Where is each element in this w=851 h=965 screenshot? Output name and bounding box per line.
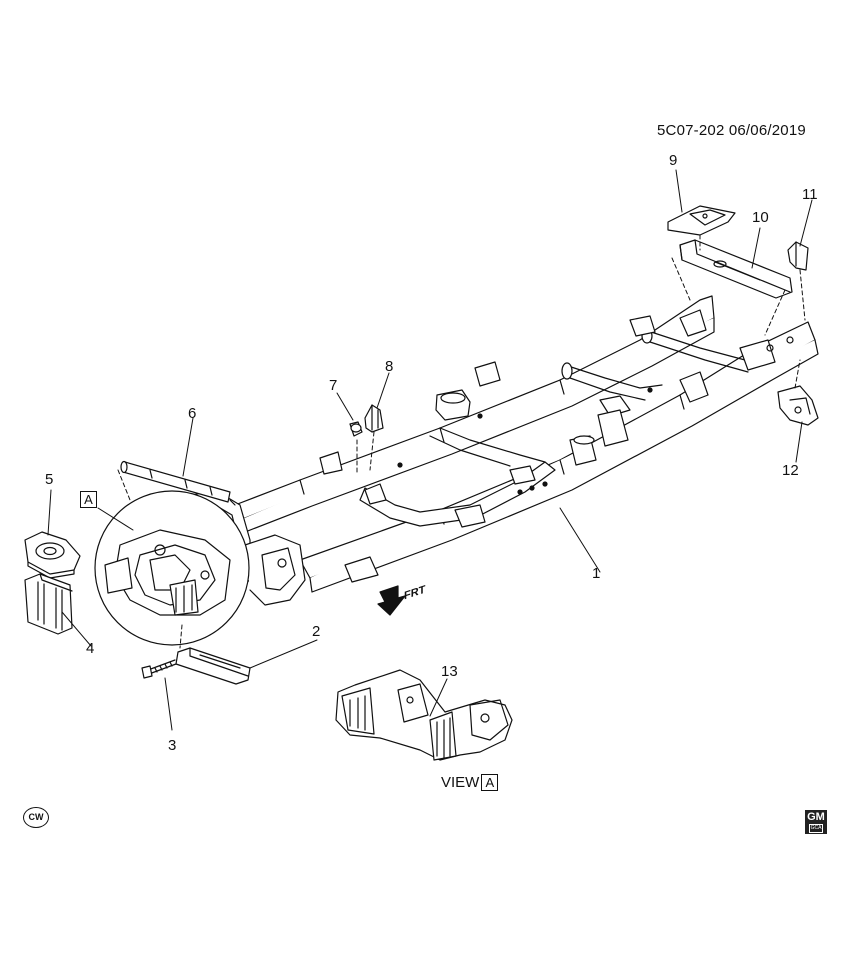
part-12-bracket (777, 385, 819, 426)
view-marker-a: A (80, 491, 97, 508)
callout-11: 11 (802, 186, 818, 203)
leader-lines (47, 169, 813, 731)
part-7-nut (349, 421, 363, 437)
frame-crossmembers (359, 328, 749, 527)
callout-1: 1 (592, 565, 601, 582)
frame-left-rail (234, 295, 715, 535)
part-3-bolt (141, 659, 177, 679)
callout-7: 7 (329, 377, 338, 394)
callout-9: 9 (669, 152, 678, 169)
part-2-bar (175, 647, 251, 685)
gm-logo-text: GM (807, 810, 825, 823)
view-a-label: VIEW A (441, 774, 499, 791)
view-label-text: VIEW (441, 774, 480, 791)
callout-6: 6 (188, 405, 197, 422)
part-5-mount (24, 531, 81, 579)
part-11-hook (787, 241, 809, 271)
view-label-letter: A (481, 774, 499, 791)
callout-4: 4 (86, 640, 95, 657)
callout-10: 10 (752, 209, 769, 226)
cw-badge: CW (23, 807, 49, 828)
part-6-tube (120, 460, 231, 503)
part-13-view-assembly (335, 669, 513, 761)
part-8-clip (364, 404, 384, 433)
callout-8: 8 (385, 358, 394, 375)
callout-2: 2 (312, 623, 321, 640)
callout-13: 13 (441, 663, 458, 680)
part-10-crossmember (679, 239, 793, 299)
callout-3: 3 (168, 737, 177, 754)
frame-mounts (319, 309, 794, 583)
callout-12: 12 (782, 462, 799, 479)
callout-5: 5 (45, 471, 54, 488)
front-direction-arrow (377, 585, 406, 616)
gm-logo: GM GCA (805, 810, 827, 834)
part-4-bracket (24, 573, 73, 635)
detail-circle (94, 490, 250, 646)
part-9-plate (667, 205, 736, 236)
diagram-code-date: 5C07-202 06/06/2019 (657, 122, 806, 139)
gm-logo-subtext: GCA (808, 823, 824, 833)
